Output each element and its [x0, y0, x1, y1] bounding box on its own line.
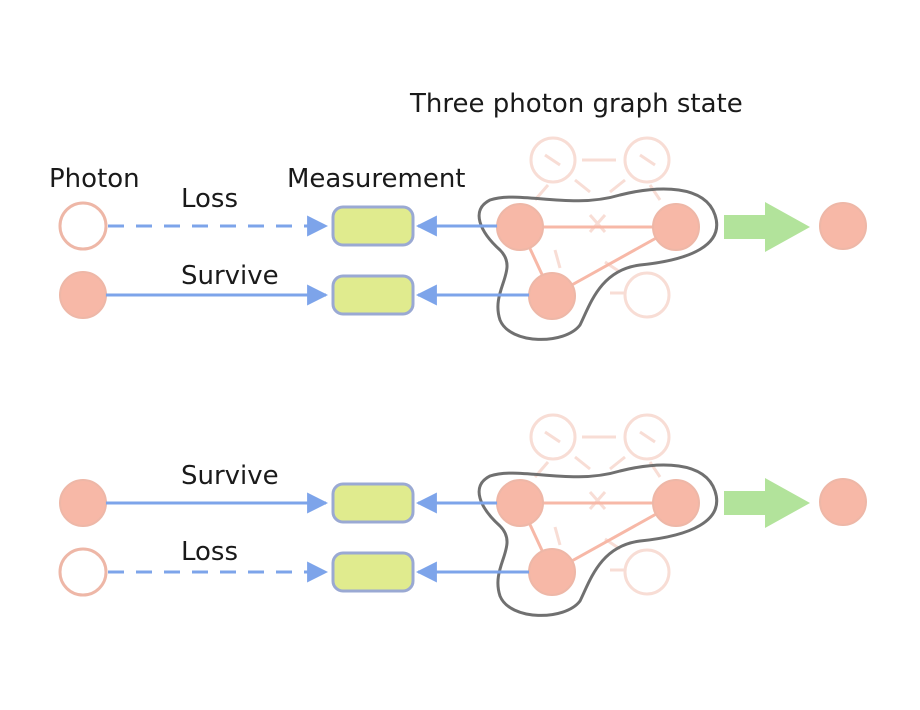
measurement-box: [331, 205, 415, 247]
faint-graph-bottom: [529, 413, 671, 596]
graph-node: [528, 272, 576, 320]
output-photon: [819, 202, 867, 250]
graph-node: [652, 203, 700, 251]
graph-outline: [477, 187, 719, 341]
measurement-label: Measurement: [287, 164, 466, 194]
survived-photon: [59, 271, 107, 319]
survived-photon: [59, 479, 107, 527]
measurement-box: [331, 551, 415, 593]
faint-graph-top: [529, 136, 671, 319]
panel-bottom: Survive Loss: [58, 413, 867, 617]
graph-node: [652, 479, 700, 527]
graph-state-label: Three photon graph state: [409, 89, 743, 119]
graph-node: [496, 203, 544, 251]
top-survive-label: Survive: [181, 261, 279, 291]
graph-node: [528, 548, 576, 596]
graph-node: [496, 479, 544, 527]
graph-outline: [477, 463, 719, 617]
photon-label: Photon: [49, 164, 140, 194]
lost-photon: [58, 547, 108, 597]
measurement-box: [331, 274, 415, 316]
measurement-box: [331, 482, 415, 524]
green-output-arrow: [724, 202, 810, 252]
output-photon: [819, 478, 867, 526]
top-loss-label: Loss: [181, 184, 238, 214]
bottom-survive-label: Survive: [181, 461, 279, 491]
lost-photon: [58, 201, 108, 251]
panel-top: Three photon graph state Photon Measurem…: [49, 89, 867, 341]
bottom-loss-label: Loss: [181, 537, 238, 567]
green-output-arrow: [724, 478, 810, 528]
